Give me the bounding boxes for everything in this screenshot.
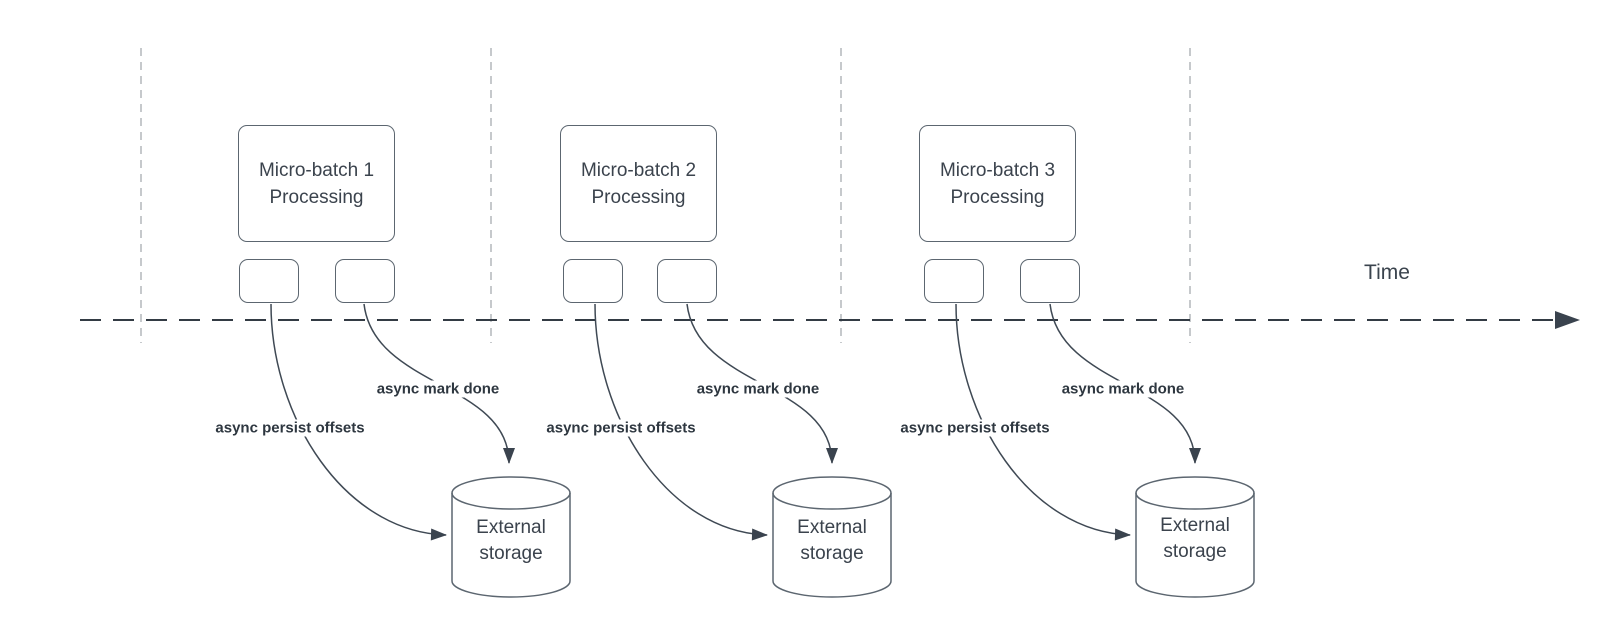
micro-batch-2-box: Micro-batch 2 Processing bbox=[560, 125, 717, 242]
micro-batch-1-title: Micro-batch 1 Processing bbox=[258, 159, 375, 208]
mark-done-label-3: async mark done bbox=[1058, 380, 1188, 398]
mark-done-label-1: async mark done bbox=[373, 380, 503, 398]
micro-batch-2-title: Micro-batch 2 Processing bbox=[580, 159, 697, 208]
external-storage-label-3: External storage bbox=[1160, 515, 1230, 562]
mark-done-label-2: async mark done bbox=[693, 380, 823, 398]
external-storage-cylinder-3 bbox=[1135, 476, 1255, 598]
external-storage-cylinder-2 bbox=[772, 476, 892, 598]
persist-offsets-label-1: async persist offsets bbox=[212, 419, 368, 437]
micro-batch-1-offset-task-rect bbox=[239, 259, 299, 303]
micro-batch-3-offset-task-rect bbox=[924, 259, 984, 303]
persist-offsets-label-3: async persist offsets bbox=[897, 419, 1053, 437]
persist-offsets-arrow-1 bbox=[270, 303, 447, 541]
micro-batch-2-offset-task-rect bbox=[563, 259, 623, 303]
micro-batch-1-box: Micro-batch 1 Processing bbox=[238, 125, 395, 242]
external-storage-label-2: External storage bbox=[797, 517, 867, 564]
time-axis-arrowhead-icon bbox=[1555, 311, 1580, 329]
micro-batch-3-title: Micro-batch 3 Processing bbox=[939, 159, 1056, 208]
time-axis-label: Time bbox=[1364, 261, 1410, 284]
micro-batch-3-box: Micro-batch 3 Processing bbox=[919, 125, 1076, 242]
micro-batch-2-done-task-rect bbox=[657, 259, 717, 303]
persist-offsets-arrow-2 bbox=[594, 303, 768, 541]
external-storage-cylinder-1 bbox=[451, 476, 571, 598]
external-storage-label-1: External storage bbox=[476, 517, 546, 564]
micro-batch-1-done-task-rect bbox=[335, 259, 395, 303]
persist-offsets-label-2: async persist offsets bbox=[543, 419, 699, 437]
micro-batch-3-done-task-rect bbox=[1020, 259, 1080, 303]
persist-offsets-arrow-3 bbox=[955, 303, 1131, 541]
